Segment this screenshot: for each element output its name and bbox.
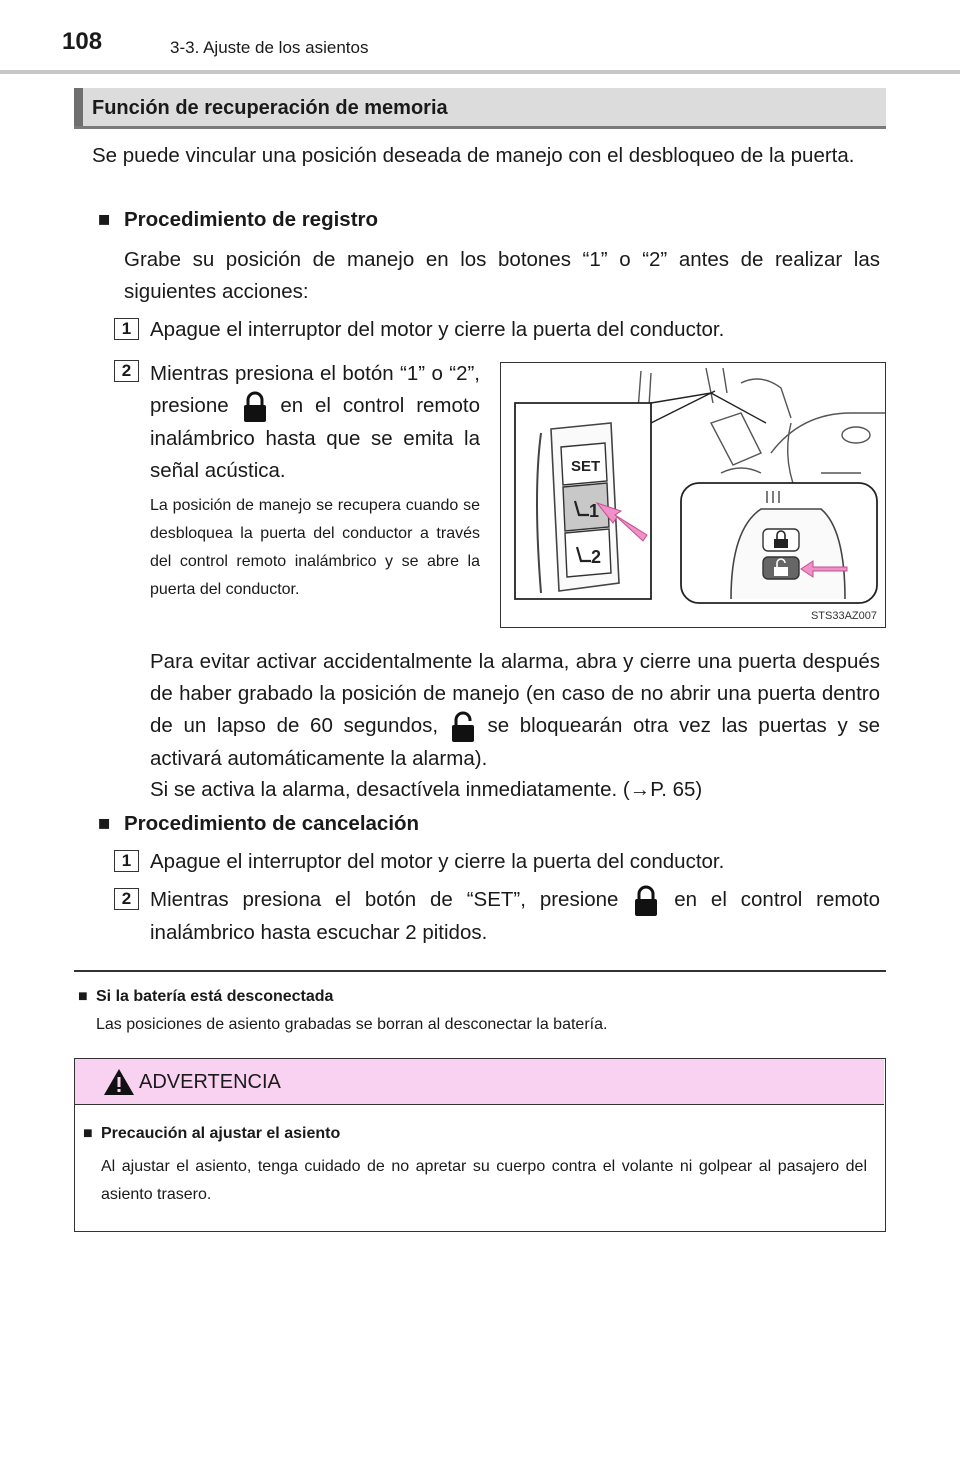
bullet-battery: ■	[78, 988, 88, 1005]
memory-button-2: 2	[564, 528, 612, 578]
cancel-step-2-text-b: en el control remoto inalámbrico hasta e…	[150, 888, 880, 944]
heading-cancelacion: Procedimiento de cancelación	[124, 812, 420, 835]
svg-text:SET: SET	[571, 458, 600, 475]
pointer-arrow-left	[595, 501, 648, 542]
battery-note-text: Las posiciones de asiento grabadas se bo…	[96, 1016, 608, 1033]
warning-header: ADVERTENCIA	[75, 1059, 884, 1105]
unlock-icon	[449, 711, 477, 743]
svg-text:2: 2	[591, 547, 601, 567]
step-number-1: 1	[114, 318, 139, 340]
pointer-arrow-right	[800, 560, 848, 578]
cancel-step-2-text-a: Mientras presiona el botón de “SET”, pre…	[150, 888, 619, 911]
lock-button	[762, 528, 800, 552]
warning-heading: Precaución al ajustar el asiento	[101, 1125, 341, 1142]
memory-button-1: 1	[562, 482, 610, 532]
lock-icon	[241, 391, 269, 423]
registro-intro: Grabe su posición de manejo en los boton…	[124, 248, 880, 303]
step-number-2: 2	[114, 360, 139, 382]
cancel-step-1: Apague el interruptor del motor y cierre…	[150, 850, 725, 873]
svg-text:1: 1	[589, 501, 599, 521]
registro-note: La posición de manejo se recupera cuando…	[150, 497, 480, 598]
section-title: Función de recuperación de memoria	[92, 97, 448, 119]
header-rule	[0, 70, 960, 74]
unlock-button	[762, 556, 800, 580]
warning-bullet: ■	[83, 1125, 93, 1142]
seat-memory-icon	[573, 500, 589, 517]
section-title-underline	[74, 126, 886, 129]
heading-registro: Procedimiento de registro	[124, 208, 379, 231]
cancel-step-number-2: 2	[114, 888, 139, 910]
set-button: SET	[560, 442, 608, 486]
warning-text: Al ajustar el asiento, tenga cuidado de …	[101, 1158, 867, 1203]
registro-paragraph-b: se bloquearán otra vez las puertas y se …	[150, 714, 881, 770]
warning-box: ADVERTENCIA ■ Precaución al ajustar el a…	[74, 1058, 886, 1232]
cancel-step-number-1: 1	[114, 850, 139, 872]
warning-triangle-icon	[104, 1069, 134, 1095]
registro-paragraph-a: Para evitar activar accidentalmente la a…	[150, 650, 880, 737]
registro-step-2-text-a: Mientras presiona el botón “1” o “2”, pr…	[150, 362, 480, 417]
registro-paragraph: Para evitar activar accidentalmente la a…	[150, 646, 880, 775]
unlock-icon	[776, 558, 786, 567]
registro-step-2: Mientras presiona el botón “1” o “2”, pr…	[150, 358, 480, 487]
page-number: 108	[62, 28, 103, 55]
registro-step-1: Apague el interruptor del motor y cierre…	[150, 318, 725, 341]
registro-step-2-text-b: en el control remoto inalámbrico hasta q…	[150, 394, 480, 482]
heading-battery: Si la batería está desconectada	[96, 988, 334, 1005]
lock-icon	[632, 885, 660, 917]
cancel-step-2: Mientras presiona el botón de “SET”, pre…	[150, 884, 880, 949]
registro-paragraph-c: Si se activa la alarma, desactívela inme…	[150, 778, 703, 801]
bullet-cancelacion: ■	[98, 812, 111, 835]
figure-memory-buttons: SET 1 2 STS33AZ007	[500, 362, 886, 628]
bullet-registro: ■	[98, 208, 111, 231]
figure-illustration: SET 1 2	[514, 367, 885, 604]
lock-icon	[776, 530, 786, 539]
chapter-title: 3-3. Ajuste de los asientos	[170, 38, 369, 57]
warning-title: ADVERTENCIA	[139, 1071, 281, 1093]
separator-line	[74, 970, 886, 972]
section-intro: Se puede vincular una posición deseada d…	[92, 144, 855, 167]
section-title-bar	[74, 88, 886, 128]
seat-memory-icon	[575, 546, 591, 563]
figure-code: STS33AZ007	[810, 610, 877, 622]
